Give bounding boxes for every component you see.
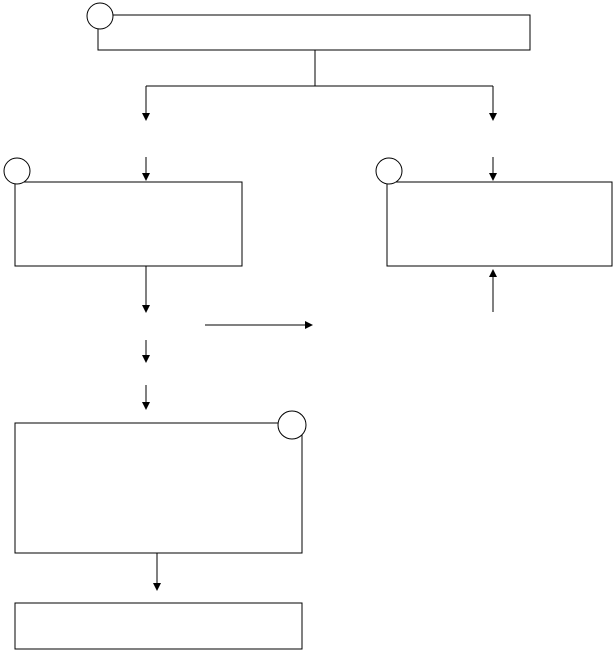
top-box [97, 14, 531, 51]
lower-large-box [14, 422, 303, 554]
right-middle-box [386, 181, 613, 267]
bottom-box [14, 602, 303, 650]
right-circle-marker [375, 157, 403, 185]
left-middle-box [14, 181, 243, 267]
right-middle-box-group [386, 181, 613, 267]
lower-large-box-group [14, 422, 303, 554]
top-box-group [97, 14, 531, 51]
lower-circle-marker [277, 410, 307, 440]
top-circle-marker [86, 2, 114, 30]
left-circle-marker [3, 157, 31, 185]
bottom-box-group [14, 602, 303, 650]
left-middle-box-group [14, 181, 243, 267]
